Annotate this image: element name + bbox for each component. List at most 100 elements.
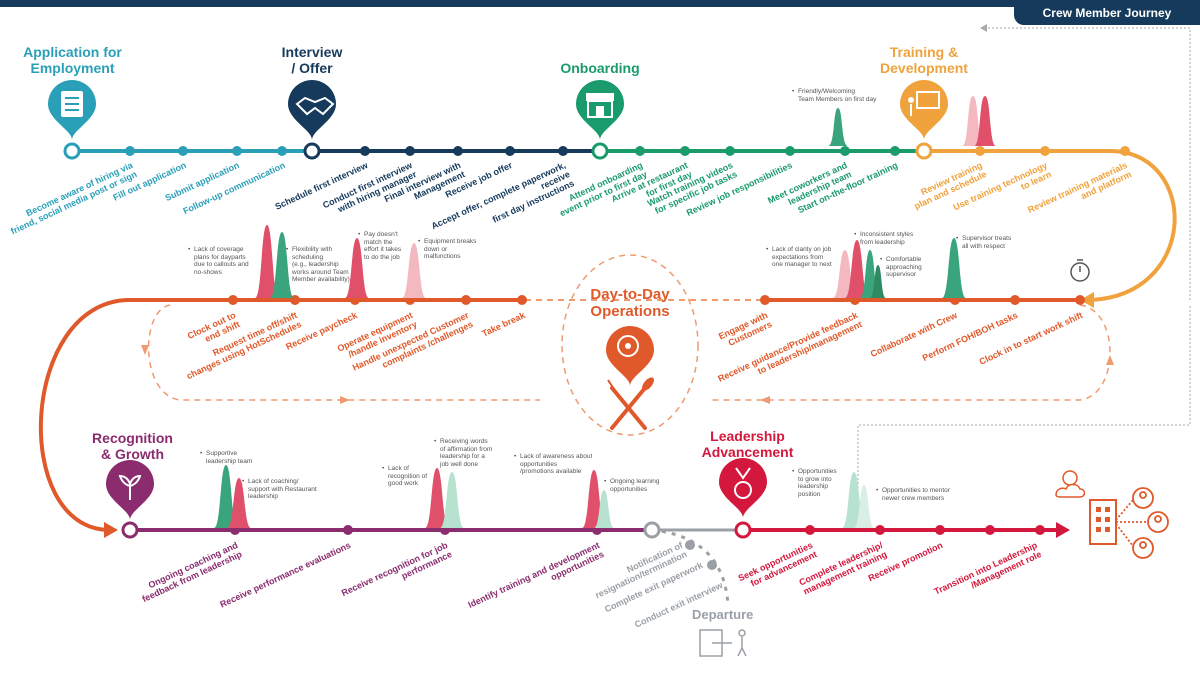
note-mentor: Opportunities to mentor newer crew membe… <box>876 487 950 502</box>
weather-icon <box>1055 470 1086 498</box>
peak-breaks <box>402 243 426 298</box>
node-engage <box>760 295 770 305</box>
peak-treats <box>942 238 966 298</box>
node-promotion <box>935 525 945 535</box>
emotion-peaks <box>214 96 996 528</box>
peak-coverage <box>255 225 279 298</box>
node-evaluations <box>343 525 353 535</box>
node-accept <box>558 146 568 156</box>
note-friendly: Friendly/Welcoming Team Members on first… <box>792 88 876 103</box>
loop-arrow-2 <box>340 396 350 404</box>
note-pay: Pay doesn't match the effort it takes to… <box>358 231 401 261</box>
node-schedule <box>360 146 370 156</box>
ops-dashed-circle <box>561 254 699 436</box>
peak-mentor <box>854 485 874 528</box>
pin-leadership-icon <box>719 458 767 518</box>
stage-title-recognition: Recognition & Growth <box>92 430 173 462</box>
note-coverage: Lack of coverage plans for dayparts due … <box>188 246 249 276</box>
peak-flex <box>270 232 294 298</box>
note-awareness: Lack of awareness about opportunities /p… <box>514 453 592 476</box>
node-perform <box>1010 295 1020 305</box>
stage-title-application: Application for Employment <box>23 44 122 76</box>
pin-handshake-icon <box>288 80 336 140</box>
node-leadership <box>734 521 752 539</box>
node-meet <box>840 146 850 156</box>
arrow-training <box>1080 292 1094 308</box>
node-exit-paper <box>685 540 695 550</box>
node-recognition <box>121 521 139 539</box>
node-training <box>915 142 933 160</box>
peak-friendly <box>828 108 848 146</box>
node-complaints <box>461 295 471 305</box>
arrow-ops <box>104 522 118 538</box>
node-transition-b <box>1035 525 1045 535</box>
node-attend <box>635 146 645 156</box>
stage-title-operations: Day-to-Day Operations <box>590 286 670 320</box>
peak-comfortable-b <box>870 265 886 298</box>
node-videos <box>725 146 735 156</box>
peak-train-b <box>974 96 996 146</box>
path-ops-curve <box>38 298 131 532</box>
note-treats: Supervisor treats all with respect <box>956 235 1011 250</box>
node-clockout <box>228 295 238 305</box>
peak-inconsistent <box>845 240 869 298</box>
path-departure <box>651 528 730 606</box>
node-final <box>453 146 463 156</box>
peak-lack-coach <box>227 478 251 528</box>
node-clock-in <box>1075 295 1085 305</box>
pin-application-icon <box>48 80 96 140</box>
pin-recognition-icon <box>106 460 154 520</box>
node-review-plan <box>975 146 985 156</box>
node-start <box>63 142 81 160</box>
note-grow: Opportunities to grow into leadership po… <box>792 468 837 498</box>
pin-store-icon <box>576 80 624 140</box>
peak-words <box>440 472 464 528</box>
node-complete-lead <box>875 525 885 535</box>
stage-title-onboarding: Onboarding <box>560 60 640 76</box>
path-training-curve <box>1084 149 1177 302</box>
node-materials <box>1120 146 1130 156</box>
stage-title-interview: Interview / Offer <box>281 44 343 76</box>
loop-arrow-4 <box>1106 355 1114 365</box>
node-departure-start <box>643 521 661 539</box>
loop-arrow-1 <box>141 345 149 355</box>
node-onboarding <box>591 142 609 160</box>
nodes-row3 <box>121 521 1045 570</box>
note-words: Receiving words of affirmation from lead… <box>434 438 492 468</box>
peak-learning <box>594 490 614 528</box>
node-conduct <box>405 146 415 156</box>
loop-arrow-3 <box>760 396 770 404</box>
note-inconsistent: Inconsistent styles from leadership <box>854 231 913 246</box>
arrow-leadership <box>1056 522 1070 538</box>
pin-operations-icon <box>606 326 654 386</box>
node-fill <box>178 146 188 156</box>
note-supportive: Supportive leadership team <box>200 450 252 465</box>
top-bar <box>0 0 1200 7</box>
note-lack-recog: Lack of recognition of good work <box>382 465 427 488</box>
people-icons <box>1115 487 1169 559</box>
arrow-return <box>980 24 987 32</box>
note-flex: Flexibility with scheduling (e.g., leade… <box>286 246 350 284</box>
fork-knife-icon <box>607 377 654 430</box>
node-resp <box>785 146 795 156</box>
building-icon <box>1089 499 1117 545</box>
nodes-row1 <box>63 142 1130 160</box>
stopwatch-icon <box>1070 259 1090 282</box>
note-clarity: Lack of clarity on job expectations from… <box>766 246 832 269</box>
dotted-return <box>985 27 1191 300</box>
node-tech <box>1040 146 1050 156</box>
peak-train-a <box>962 96 984 146</box>
node-aware <box>125 146 135 156</box>
node-exit-int <box>707 560 717 570</box>
stage-title-training: Training & Development <box>880 44 968 76</box>
node-offer <box>505 146 515 156</box>
node-submit <box>232 146 242 156</box>
pin-training-icon <box>900 80 948 140</box>
dashed-loop-left <box>147 304 540 401</box>
dotted-leadership <box>857 305 1191 500</box>
note-comfortable: Comfortable approaching supervisor <box>880 256 922 279</box>
journey-title-tab: Crew Member Journey <box>1014 0 1200 25</box>
node-break <box>517 295 527 305</box>
note-learning: Ongoing learning opportunities <box>604 478 659 493</box>
